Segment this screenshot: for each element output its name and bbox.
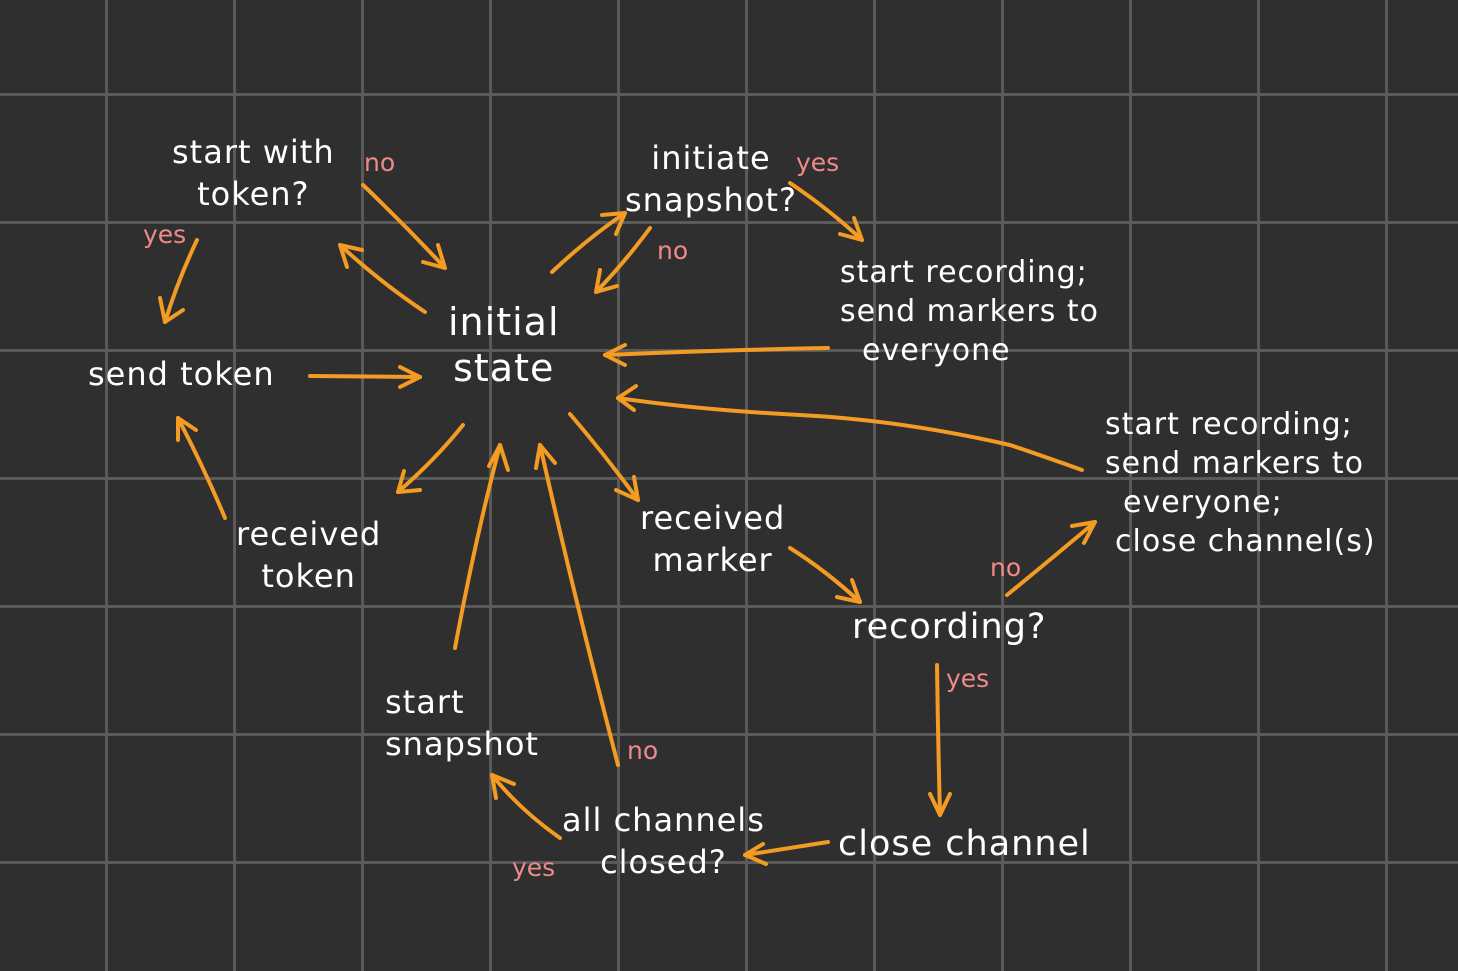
node-line: marker [652, 540, 773, 579]
node-received-marker: received marker [640, 498, 785, 581]
node-start-snapshot: start snapshot [385, 682, 539, 765]
node-line: initiate [651, 139, 771, 177]
arrow-closed-no-to-initial [534, 443, 620, 767]
node-initial-state: initial state [448, 300, 560, 391]
arrow-start-recording-to-initial [603, 343, 830, 367]
edge-label-recording-no: no [990, 553, 1022, 582]
node-line: start [385, 683, 465, 721]
arrow-initial-to-initiate-snapshot [550, 211, 627, 274]
edge-label-snapshot-no: no [657, 236, 689, 265]
node-line: received [640, 499, 786, 537]
arrow-snapshot-no-to-initial [594, 226, 652, 294]
edge-label-snapshot-yes: yes [796, 148, 840, 177]
arrow-initial-to-start-with-token [338, 243, 427, 314]
node-line: snapshot? [625, 180, 797, 219]
node-line: start recording; [840, 255, 1088, 290]
node-recording: recording? [852, 605, 1047, 651]
arrow-close-channel-to-all-channels-closed [743, 840, 830, 866]
node-initiate-snapshot: initiate snapshot? [625, 138, 797, 221]
node-all-channels-closed: all channels closed? [562, 800, 765, 883]
node-line: everyone [862, 333, 1011, 368]
node-line: token? [197, 174, 310, 213]
node-line: close channel(s) [1115, 524, 1376, 559]
node-start-recording-close-channels: start recording; send markers to everyon… [1105, 405, 1376, 561]
node-line: received [236, 515, 382, 553]
arrow-token-yes-to-send-token [158, 238, 199, 324]
node-line: snapshot [385, 724, 539, 763]
edge-label-closed-yes: yes [512, 853, 556, 882]
arrow-received-marker-to-recording [788, 546, 862, 604]
node-line: close channel [838, 824, 1091, 864]
edge-label-token-no: no [364, 148, 396, 177]
edge-label-recording-yes: yes [946, 664, 990, 693]
node-line: initial [448, 300, 560, 344]
edge-label-token-yes: yes [143, 220, 187, 249]
node-line: start with [172, 133, 335, 171]
node-close-channel: close channel [838, 822, 1091, 868]
node-line: send markers to [840, 294, 1099, 329]
arrow-initial-to-received-marker [568, 412, 640, 502]
node-send-token: send token [88, 354, 275, 396]
arrow-token-no-to-initial [361, 183, 447, 270]
arrow-received-token-to-send-token [176, 416, 227, 520]
node-start-with-token: start with token? [172, 132, 335, 215]
node-line: send markers to [1105, 446, 1364, 481]
arrow-snapshot-yes-to-start-recording [788, 181, 864, 242]
node-line: everyone; [1123, 485, 1283, 520]
arrow-closed-yes-to-start-snapshot [490, 773, 562, 840]
node-start-recording: start recording; send markers to everyon… [840, 253, 1099, 370]
node-line: closed? [600, 842, 727, 881]
arrow-initial-to-received-token [396, 423, 465, 494]
arrow-recording-no-to-start-recording-2 [1005, 520, 1097, 597]
node-received-token: received token [236, 514, 381, 597]
node-line: state [453, 345, 555, 390]
arrow-recording-yes-to-close-channel [928, 663, 952, 817]
node-line: start recording; [1105, 407, 1353, 442]
node-line: send token [88, 355, 275, 393]
edge-label-closed-no: no [627, 736, 659, 765]
arrow-send-token-to-initial [308, 365, 422, 389]
node-line: recording? [852, 607, 1047, 647]
node-line: all channels [562, 801, 765, 839]
arrow-start-snapshot-to-initial [453, 443, 510, 650]
arrow-start-recording-2-to-initial [616, 384, 1084, 472]
node-line: token [261, 556, 356, 595]
